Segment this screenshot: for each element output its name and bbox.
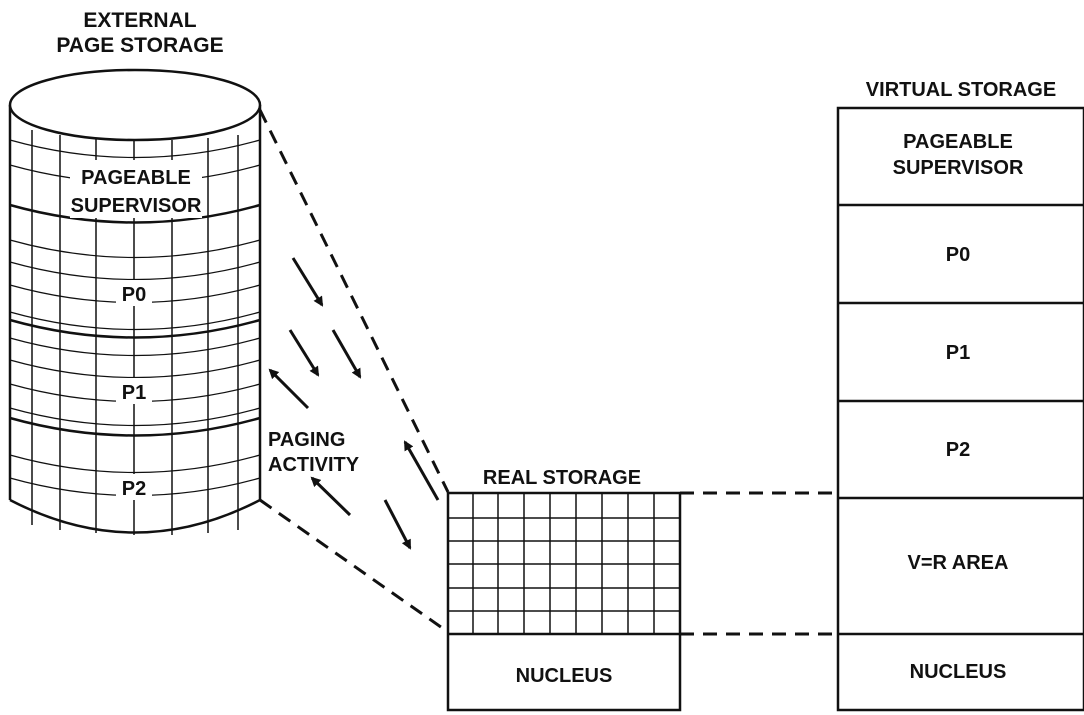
real-storage-page-grid [448, 493, 680, 634]
paging-activity-line1: PAGING [268, 429, 346, 451]
paging-arrow-4 [383, 499, 412, 550]
virtual-block-p2: P2 [946, 439, 970, 461]
connector-cylinder-bottom-to-real [259, 498, 449, 634]
virtual-block-pageable-supervisor-2: SUPERVISOR [893, 157, 1024, 179]
virtual-block-vr-area: V=R AREA [908, 552, 1009, 574]
cylinder-segment-p1: P1 [122, 382, 146, 404]
connector-cylinder-top-to-real [258, 109, 450, 493]
paging-activity-label: PAGING ACTIVITY [268, 428, 378, 478]
cylinder-segment-p2: P2 [122, 478, 146, 500]
virtual-block-nucleus: NUCLEUS [910, 661, 1007, 683]
cylinder-grid-horizontal [9, 139, 261, 497]
cylinder-segment-pageable-supervisor-2: SUPERVISOR [71, 195, 202, 217]
paging-activity-line2: ACTIVITY [268, 454, 360, 476]
virtual-storage-box [836, 106, 1084, 712]
real-storage-box [446, 491, 682, 712]
virtual-block-p0: P0 [946, 244, 970, 266]
cylinder-segment-pageable-supervisor: PAGEABLE [81, 167, 191, 189]
external-storage-title-line2: PAGE STORAGE [56, 34, 224, 57]
cylinder-segment-separators [9, 203, 261, 437]
virtual-block-p1: P1 [946, 342, 970, 364]
dashed-connectors [258, 109, 835, 636]
paging-arrow-6 [310, 476, 352, 517]
external-storage-title-line1: EXTERNAL [83, 9, 197, 32]
paging-arrows [268, 257, 440, 550]
paging-arrow-5 [268, 368, 310, 410]
virtual-block-pageable-supervisor: PAGEABLE [903, 131, 1013, 153]
virtual-storage-title: VIRTUAL STORAGE [865, 79, 1057, 101]
paging-arrow-2 [288, 329, 320, 377]
cylinder-segment-p0: P0 [122, 284, 146, 306]
real-storage-nucleus: NUCLEUS [516, 665, 613, 687]
external-storage-cylinder [8, 68, 262, 535]
paging-arrow-1 [291, 257, 324, 307]
real-storage-title: REAL STORAGE [482, 467, 642, 489]
paging-arrow-7 [403, 440, 440, 501]
external-storage-title: EXTERNAL PAGE STORAGE [40, 8, 240, 58]
paging-arrow-3 [331, 329, 362, 379]
